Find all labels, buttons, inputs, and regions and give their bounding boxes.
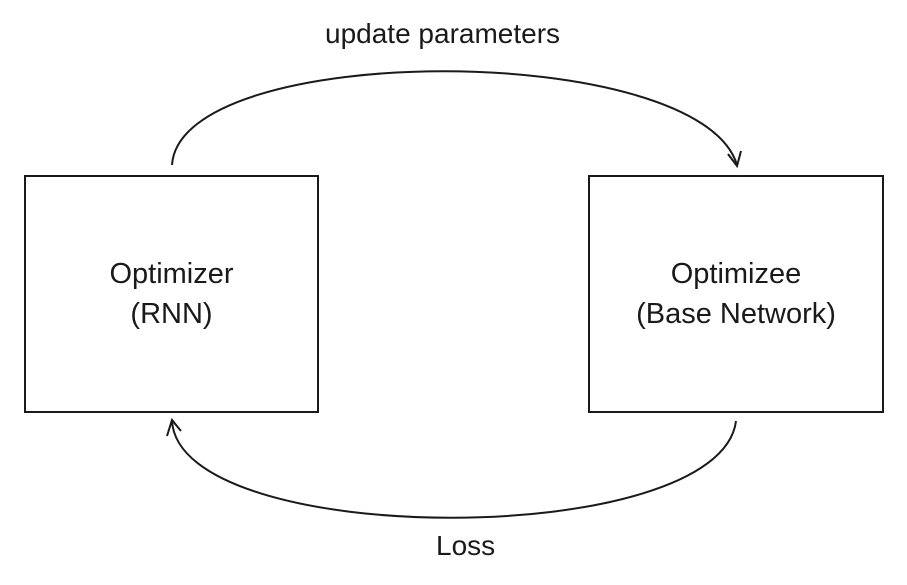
- update-parameters-label: update parameters: [325, 18, 561, 49]
- optimizer-box: Optimizer (RNN): [24, 175, 319, 413]
- optimizer-title: Optimizer: [109, 258, 234, 290]
- loss-arrowhead: [166, 417, 182, 437]
- optimizer-subtitle: (RNN): [130, 298, 213, 330]
- optimizee-subtitle: (Base Network): [636, 298, 836, 330]
- update-parameters-arrow: [171, 70, 738, 166]
- optimizee-box: Optimizee (Base Network): [588, 175, 884, 413]
- update-parameters-arrowhead: [727, 150, 742, 169]
- loss-label: Loss: [436, 530, 496, 561]
- loss-arrow: [171, 420, 737, 519]
- optimizee-title: Optimizee: [670, 258, 802, 290]
